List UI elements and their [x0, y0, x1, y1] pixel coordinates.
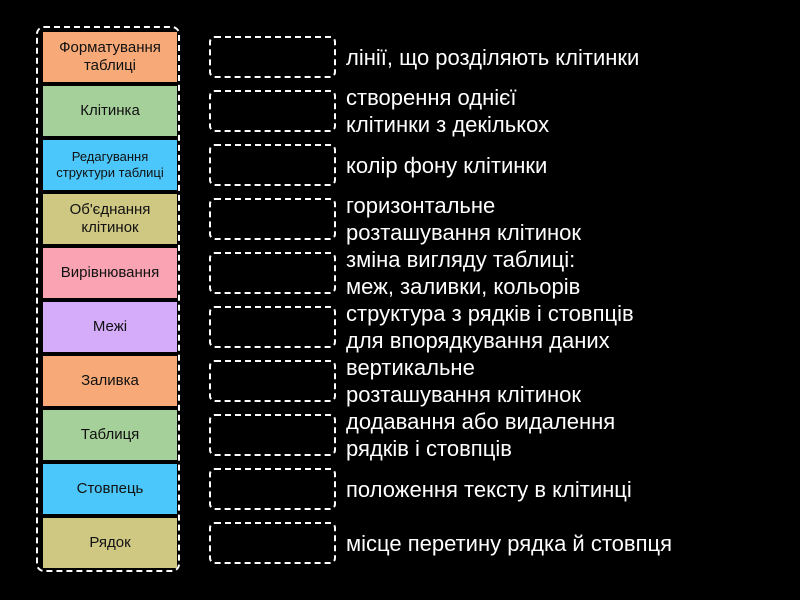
answer-tile[interactable]: Рядок [43, 518, 177, 568]
drop-slot[interactable] [209, 360, 336, 402]
description-text: місце перетину рядка й стовпця [346, 530, 672, 557]
description-line: лінії, що розділяють клітинки [346, 44, 640, 70]
description-text: колір фону клітинки [346, 152, 547, 179]
answer-tile-tray [36, 26, 180, 572]
description-line: вертикальне [346, 355, 475, 380]
answer-tile[interactable]: Заливка [43, 356, 177, 406]
description-text: положення тексту в клітинці [346, 476, 632, 503]
answer-tile[interactable]: Клітинка [43, 86, 177, 136]
drop-slot[interactable] [209, 198, 336, 240]
drop-slot[interactable] [209, 90, 336, 132]
answer-tile[interactable]: Редагування структури таблиці [43, 140, 177, 190]
drop-slot[interactable] [209, 36, 336, 78]
description-line: положення тексту в клітинці [346, 476, 632, 502]
drop-slot[interactable] [209, 414, 336, 456]
answer-tile[interactable]: Об'єднання клітинок [43, 194, 177, 244]
description-line: зміна вигляду таблиці: [346, 247, 576, 272]
answer-tile[interactable]: Таблиця [43, 410, 177, 460]
drop-slot[interactable] [209, 252, 336, 294]
answer-tile[interactable]: Стовпець [43, 464, 177, 514]
description-line: для впорядкування даних [346, 328, 610, 353]
drop-slot[interactable] [209, 468, 336, 510]
description-line: колір фону клітинки [346, 152, 548, 178]
description-line: місце перетину рядка й стовпця [346, 530, 673, 556]
description-line: горизонтальне [346, 193, 496, 218]
answer-tile[interactable]: Вирівнювання [43, 248, 177, 298]
description-line: меж, заливки, кольорів [346, 274, 581, 299]
description-line: додавання або видалення [346, 409, 616, 434]
description-text: зміна вигляду таблиці:меж, заливки, коль… [346, 246, 580, 300]
description-text: лінії, що розділяють клітинки [346, 44, 639, 71]
description-line: клітинки з декількох [346, 112, 550, 137]
drop-slot[interactable] [209, 306, 336, 348]
drop-slot[interactable] [209, 144, 336, 186]
description-line: створення однієї [346, 85, 517, 110]
drop-slot[interactable] [209, 522, 336, 564]
description-line: розташування клітинок [346, 382, 581, 407]
answer-tile[interactable]: Форматування таблиці [43, 32, 177, 82]
answer-tile[interactable]: Межі [43, 302, 177, 352]
description-line: структура з рядків і стовпців [346, 301, 634, 326]
description-line: рядків і стовпців [346, 436, 512, 461]
description-line: розташування клітинок [346, 220, 581, 245]
